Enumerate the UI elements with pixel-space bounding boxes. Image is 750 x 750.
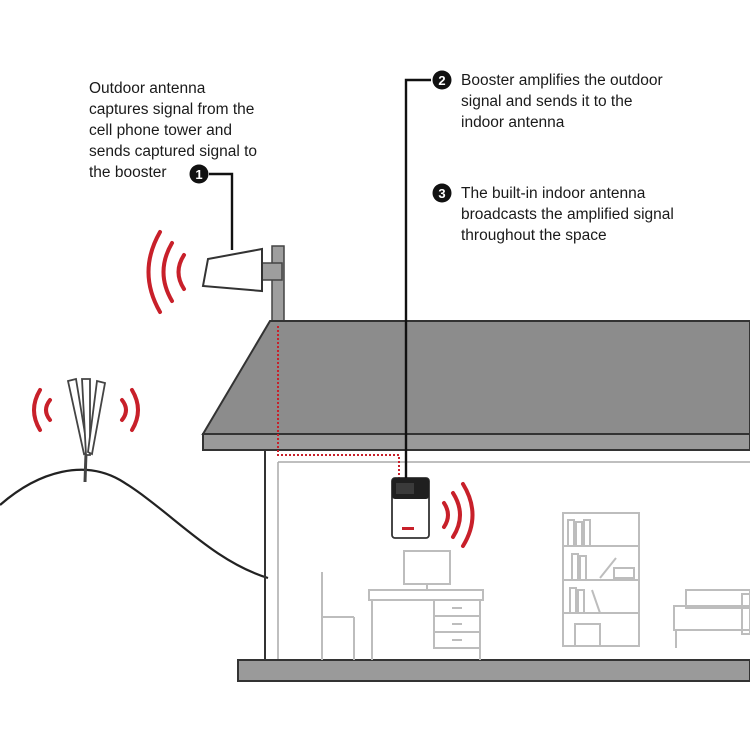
chair-icon [321,572,355,660]
callout-line: broadcasts the amplified signal [461,206,674,223]
step-badge-1: 1 [189,164,209,184]
antenna-mast [261,245,285,327]
cell-tower-icon [66,377,107,483]
callout-line: indoor antenna [461,114,565,131]
callout-outdoor-antenna: Outdoor antenna captures signal from the… [89,78,257,183]
sofa-icon [673,589,750,648]
callout-line: cell phone tower and [89,122,233,139]
signal-booster-icon [391,477,430,539]
callout-line: sends captured signal to [89,143,258,160]
step-number-2: 2 [438,73,445,88]
step-number-3: 3 [438,186,445,201]
callout-line: captures signal from the [89,101,255,118]
signal-waves-icon [146,230,186,314]
yagi-antenna-icon [201,247,263,293]
desk-icon [368,550,484,660]
bookshelf-icon [562,512,640,647]
callout-line: throughout the space [461,227,607,244]
callout-indoor-antenna: The built-in indoor antenna broadcasts t… [461,183,674,246]
callout-line: The built-in indoor antenna [461,185,646,202]
coax-cable [277,326,400,478]
callout-line: the booster [89,164,167,181]
step-number-1: 1 [195,167,202,182]
step-badge-2: 2 [432,70,452,90]
step-badge-3: 3 [432,183,452,203]
house-walls [237,449,750,682]
signal-waves-icon [32,388,140,432]
signal-waves-icon [442,482,475,548]
hill [0,468,269,580]
house-roof [201,320,750,451]
callout-line: signal and sends it to the [461,93,633,110]
leader-line-2 [404,78,431,478]
callout-booster: Booster amplifies the outdoor signal and… [461,70,663,133]
callout-line: Outdoor antenna [89,80,206,97]
leader-line-1 [209,172,234,250]
callout-line: Booster amplifies the outdoor [461,72,663,89]
